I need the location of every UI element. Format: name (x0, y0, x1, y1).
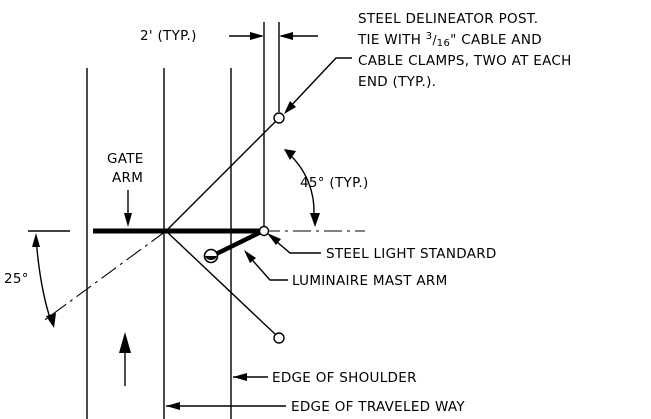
gate-swing-25-line (41, 230, 167, 323)
post-note-line3: CABLE CLAMPS, TWO AT EACH (358, 53, 572, 69)
fraction-numerator: 3 (426, 31, 433, 42)
edge-shoulder-label: EDGE OF SHOULDER (272, 370, 417, 386)
post-leader-arrowhead (284, 101, 296, 114)
delineator-post-lower (273, 332, 285, 344)
angle-45-arrow-top (284, 149, 296, 160)
angle-25-arrow-bottom (46, 313, 56, 328)
angle-25-label: 25° (4, 271, 29, 287)
angle-25-arrow-top (32, 233, 40, 247)
luminaire-mast-arm (211, 228, 264, 259)
light-standard-arrowhead (267, 233, 281, 245)
edge-traveled-arrowhead (166, 402, 180, 410)
typ-spacing-label: 2' (TYP.) (140, 28, 197, 44)
angle-45-label: 45° (TYP.) (300, 175, 369, 191)
fraction-denominator: 16 (437, 38, 450, 49)
angle-45-arc (288, 153, 315, 215)
post-note-line2-pre: TIE WITH (357, 32, 426, 48)
mast-arm-leader (246, 253, 288, 281)
post-note-line4: END (TYP.). (358, 74, 436, 90)
luminaire-head-fill (205, 256, 217, 260)
post-leader-line (286, 57, 352, 111)
light-standard-label: STEEL LIGHT STANDARD (326, 246, 497, 262)
post-note-line2-post: " CABLE AND (450, 32, 542, 48)
angle-45-arrow-bottom (310, 213, 320, 227)
post-note-line1: STEEL DELINEATOR POST. (358, 11, 538, 27)
angle-25-arc (35, 237, 53, 325)
gate-arm-label-line2: ARM (112, 170, 143, 186)
steel-light-standard (258, 225, 270, 237)
cable-upper (165, 121, 276, 232)
dim-arrow-right-head (279, 32, 293, 40)
traffic-direction-arrowhead (119, 332, 131, 353)
delineator-post-upper (273, 112, 285, 124)
gate-arm-arrowhead (124, 213, 132, 227)
edge-shoulder-arrowhead (233, 373, 247, 381)
post-note-line2: TIE WITH 3/16" CABLE AND (357, 31, 542, 49)
mast-arm-label: LUMINAIRE MAST ARM (292, 273, 448, 289)
cable-lower (165, 230, 276, 335)
gate-arm-label-line1: GATE (107, 151, 144, 167)
edge-traveled-label: EDGE OF TRAVELED WAY (291, 399, 465, 415)
fraction-slash: / (432, 33, 437, 47)
mast-arm-arrowhead (244, 250, 256, 263)
dim-arrow-left-head (250, 32, 264, 40)
